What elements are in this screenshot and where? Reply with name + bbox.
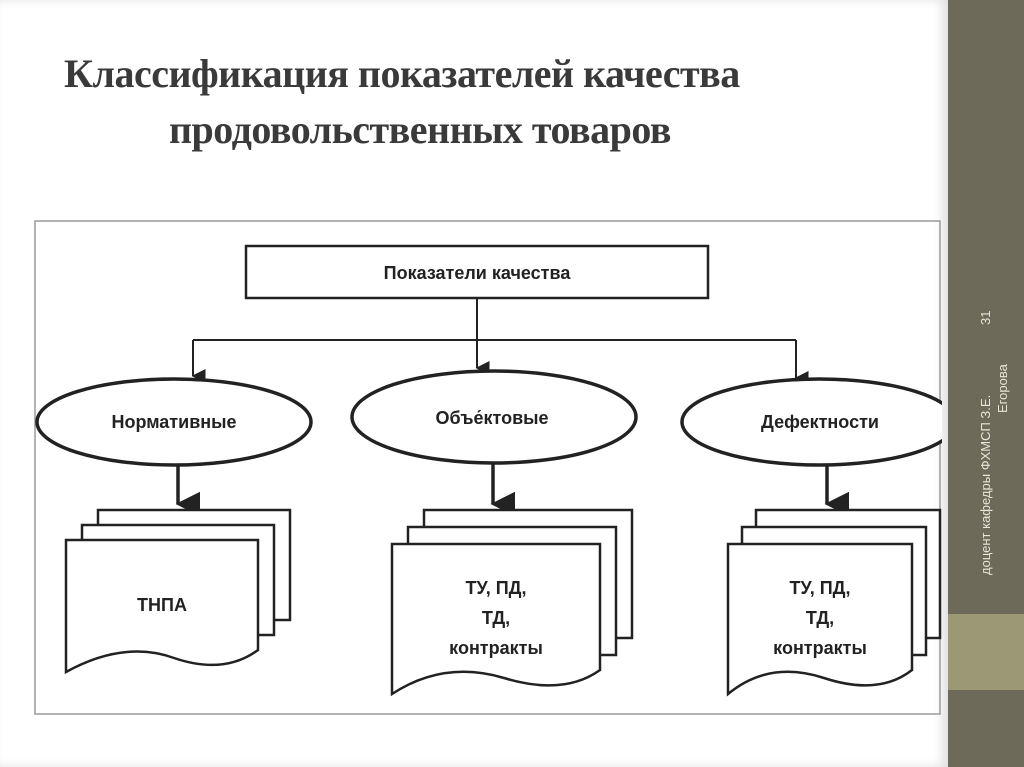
document-text-defects-line3: контракты — [773, 638, 867, 658]
category-label-normative: Нормативные — [111, 412, 236, 432]
category-ellipse-object — [350, 369, 638, 465]
document-stack-defects: ТУ, ПД, ТД, контракты — [726, 508, 942, 697]
page-title: Классификация показателей качества продо… — [64, 46, 924, 158]
sidebar-caption-svg: доцент кафедры ФХМСП З.Е. Егорова 31 — [978, 311, 1010, 575]
document-text-normative: ТНПА — [137, 595, 187, 615]
document-text-defects-line1: ТУ, ПД, — [790, 578, 851, 598]
page-title-line1: Классификация показателей качества — [64, 51, 740, 96]
diagram-canvas: Показатели качества Нормативные Объе́кто… — [34, 220, 958, 715]
document-stack-object: ТУ, ПД, ТД, контракты — [390, 508, 634, 697]
document-text-object-line3: контракты — [449, 638, 543, 658]
document-text-object-line1: ТУ, ПД, — [466, 578, 527, 598]
page-number: 31 — [978, 311, 993, 325]
category-label-defects: Дефектности — [761, 412, 879, 432]
page-title-line2: продовольственных товаров — [169, 107, 671, 152]
sidebar-accent-block — [948, 614, 1024, 690]
sidebar-author-line1: доцент кафедры ФХМСП З.Е. — [978, 395, 993, 575]
root-label: Показатели качества — [384, 263, 572, 283]
classification-diagram: Показатели качества Нормативные Объе́кто… — [34, 220, 958, 716]
category-ellipse-normative — [35, 377, 313, 467]
sidebar-caption: доцент кафедры ФХМСП З.Е. Егорова 31 — [960, 305, 1010, 575]
diagram-frame — [34, 220, 941, 715]
sidebar-author-line2: Егорова — [995, 363, 1010, 413]
document-text-object-line2: ТД, — [482, 608, 510, 628]
category-label-object: Объе́ктовые — [435, 408, 548, 428]
document-text-defects-line2: ТД, — [806, 608, 834, 628]
root-box — [244, 244, 710, 300]
document-stack-normative: ТНПА — [64, 508, 292, 675]
